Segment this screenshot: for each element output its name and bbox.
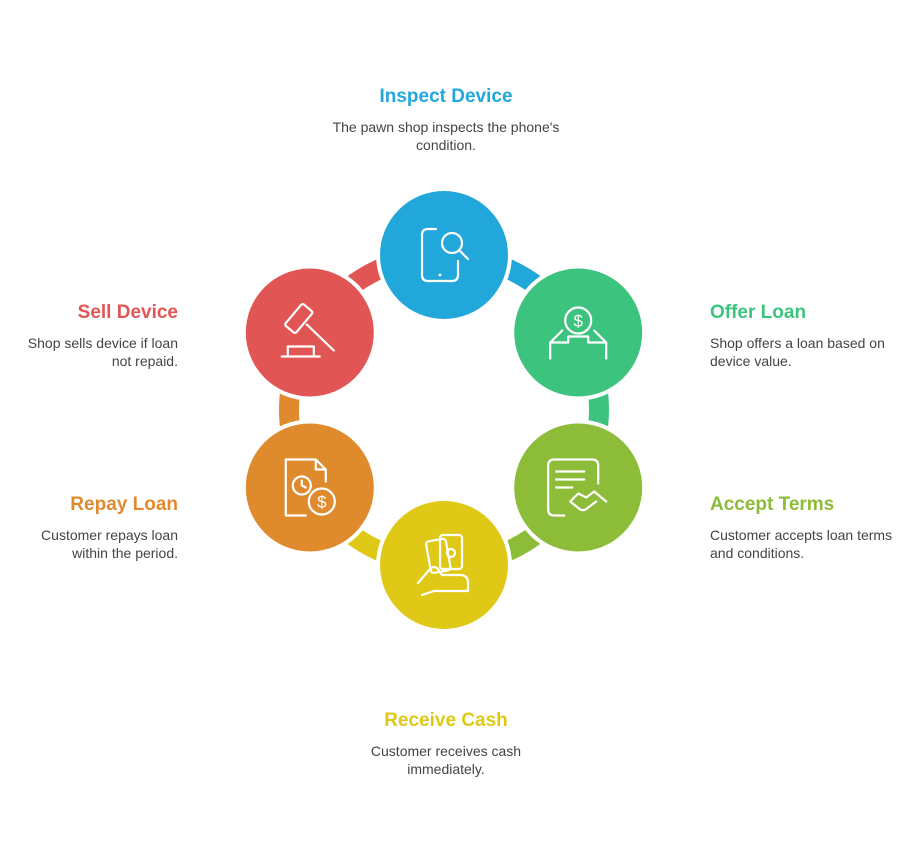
- step-description: The pawn shop inspects the phone's condi…: [332, 119, 560, 153]
- money-box-icon: $: [549, 306, 608, 360]
- svg-text:$: $: [317, 493, 327, 512]
- step-description: Customer accepts loan terms and conditio…: [710, 527, 893, 561]
- step-node-sell: [241, 264, 378, 401]
- step-receive-label: Receive Cash Customer receives cash imme…: [331, 709, 561, 778]
- bill-clock-dollar-icon: $: [284, 458, 336, 517]
- step-accept-label: Accept Terms Customer accepts loan terms…: [710, 493, 900, 562]
- step-node-inspect: [376, 187, 512, 323]
- step-inspect-label: Inspect Device The pawn shop inspects th…: [331, 85, 561, 154]
- step-title: Offer Loan: [710, 302, 807, 323]
- step-description: Shop offers a loan based on device value…: [710, 335, 885, 369]
- step-description: Customer repays loan within the period.: [41, 527, 178, 561]
- step-repay-label: Repay Loan Customer repays loan within t…: [8, 493, 178, 562]
- step-title: Repay Loan: [70, 494, 178, 515]
- contract-handshake-icon: [547, 458, 608, 517]
- step-description: Shop sells device if loan not repaid.: [27, 335, 178, 369]
- phone-search-icon: [420, 227, 470, 283]
- cycle-nodes: $$: [241, 187, 647, 633]
- svg-text:$: $: [573, 312, 583, 331]
- gavel-icon: [280, 302, 335, 358]
- step-node-offer: $: [510, 264, 647, 401]
- step-node-repay: $: [241, 419, 378, 556]
- step-sell-label: Sell Device Shop sells device if loan no…: [8, 301, 178, 370]
- step-offer-label: Offer Loan Shop offers a loan based on d…: [710, 301, 900, 370]
- step-title: Receive Cash: [384, 710, 508, 731]
- step-title: Inspect Device: [379, 86, 513, 107]
- step-description: Customer receives cash immediately.: [370, 743, 522, 777]
- step-node-receive: [376, 497, 512, 633]
- cash-in-hand-icon: [416, 533, 470, 597]
- step-node-accept: [510, 419, 647, 556]
- step-title: Accept Terms: [710, 494, 835, 515]
- step-title: Sell Device: [77, 302, 178, 323]
